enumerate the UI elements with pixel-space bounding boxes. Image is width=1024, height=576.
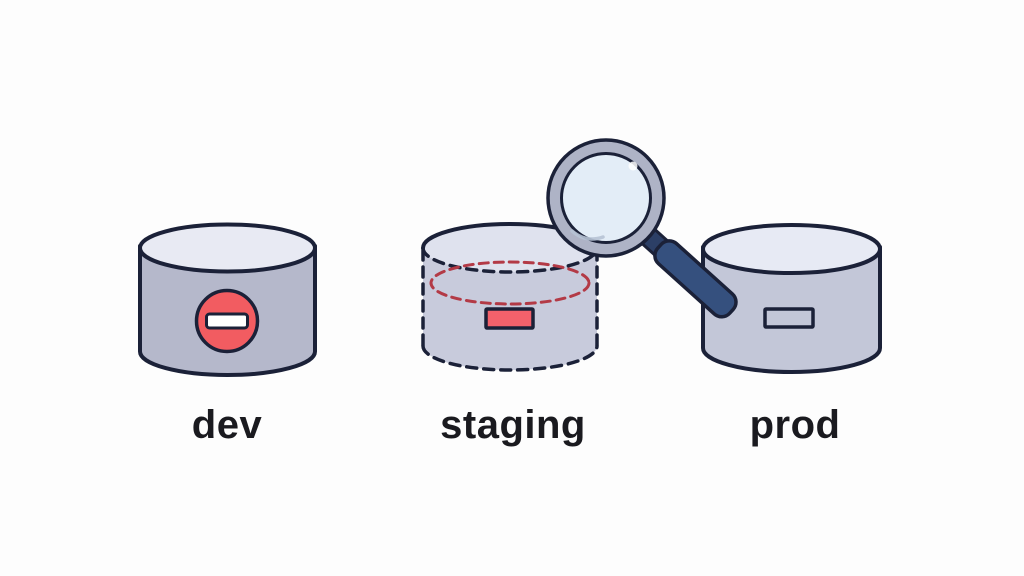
staging-top-front-arc-dashed	[421, 246, 599, 274]
dev-cylinder-top	[138, 222, 317, 274]
magnifying-glass-icon	[546, 138, 738, 319]
staging-bottom-arc-dashed	[421, 344, 599, 372]
magnifier-handle	[653, 239, 738, 319]
dev-database: dev	[138, 222, 317, 447]
staging-label: staging	[440, 403, 586, 447]
staging-database: staging	[421, 222, 599, 447]
dev-label: dev	[192, 403, 263, 447]
staging-marker-rect	[484, 307, 535, 330]
staging-side-walls-dashed	[421, 248, 599, 348]
staging-highlight-ellipse	[429, 260, 591, 306]
staging-cylinder-top	[423, 224, 597, 272]
prod-label: prod	[750, 403, 841, 447]
minus-badge-icon	[194, 288, 260, 354]
prod-database: prod	[701, 223, 882, 447]
lens-highlight	[570, 229, 605, 241]
magnifier-lens	[560, 152, 652, 244]
lens-shine-spot	[628, 161, 638, 171]
dev-cylinder-body-outline	[138, 244, 317, 377]
prod-slot-rect	[763, 307, 815, 329]
prod-cylinder-top	[701, 223, 882, 275]
minus-badge-bar	[205, 312, 249, 330]
prod-cylinder-body-outline	[701, 245, 882, 374]
